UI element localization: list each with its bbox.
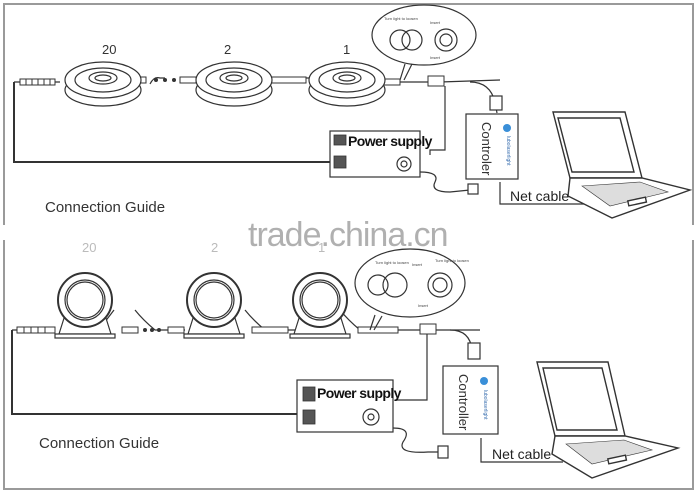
net-cable-label: Net cable <box>510 188 570 204</box>
return-cable <box>11 330 298 415</box>
callout-note-right: Turn light to loosen <box>435 258 469 263</box>
brand-logo-icon <box>503 124 511 132</box>
light-label-1: 1 <box>343 42 351 57</box>
power-socket-icon <box>396 156 412 172</box>
light-label-20: 20 <box>102 42 117 57</box>
spot-light-1 <box>289 272 351 339</box>
controller-label: Controller <box>456 374 471 431</box>
flat-light-1 <box>308 61 386 107</box>
mains-plug-icon <box>437 445 449 459</box>
power-socket-icon <box>362 408 380 426</box>
laptop-icon <box>552 111 693 219</box>
vent-icon <box>333 134 347 169</box>
cable-connector <box>16 323 437 335</box>
controller-brand: lubolaserlight <box>505 136 511 166</box>
light-label-1: 1 <box>318 240 326 255</box>
watermark: trade.china.cn <box>248 216 449 254</box>
mains-cable <box>419 171 471 193</box>
light-label-20: 20 <box>82 240 97 255</box>
callout-note-top: Insert <box>430 20 441 25</box>
power-supply-label: Power supply <box>317 385 401 401</box>
spot-light-2 <box>183 272 245 339</box>
spot-light-20 <box>54 272 116 339</box>
callout-note-left: Turn light to loosen <box>375 260 409 265</box>
callout-note-bottom: Insert <box>418 303 429 308</box>
controller-label: Controler <box>479 122 494 176</box>
ellipsis-dots <box>154 78 176 82</box>
light-label-2: 2 <box>224 42 232 57</box>
connector-callout <box>371 4 477 81</box>
laptop-icon <box>536 361 681 479</box>
flat-light-2 <box>195 61 273 107</box>
net-cable-label: Net cable <box>492 446 552 462</box>
net-cable <box>480 438 563 463</box>
connector-callout <box>354 248 466 331</box>
callout-note-bottom: Insert <box>430 55 441 60</box>
callout-note-top: Insert <box>412 262 423 267</box>
mains-cable <box>392 427 440 453</box>
power-branch-cable <box>429 86 446 155</box>
controller-plug <box>467 342 481 360</box>
connection-guide-caption: Connection Guide <box>39 435 160 452</box>
controller-brand: lubolaserlight <box>482 390 488 420</box>
ellipsis-dots <box>143 328 161 332</box>
net-cable <box>499 182 590 205</box>
brand-logo-icon <box>480 377 488 385</box>
controller-box <box>442 365 499 435</box>
light-label-2: 2 <box>211 240 219 255</box>
power-branch-cable <box>395 334 428 401</box>
vent-icon <box>302 386 316 425</box>
return-cable <box>13 82 330 163</box>
connection-guide-caption: Connection Guide <box>45 199 166 216</box>
callout-note-left: Turn light to loosen <box>384 16 418 21</box>
mains-plug-icon <box>467 183 479 195</box>
power-supply-label: Power supply <box>348 133 432 149</box>
flat-light-20 <box>64 61 142 107</box>
controller-plug <box>489 95 503 111</box>
